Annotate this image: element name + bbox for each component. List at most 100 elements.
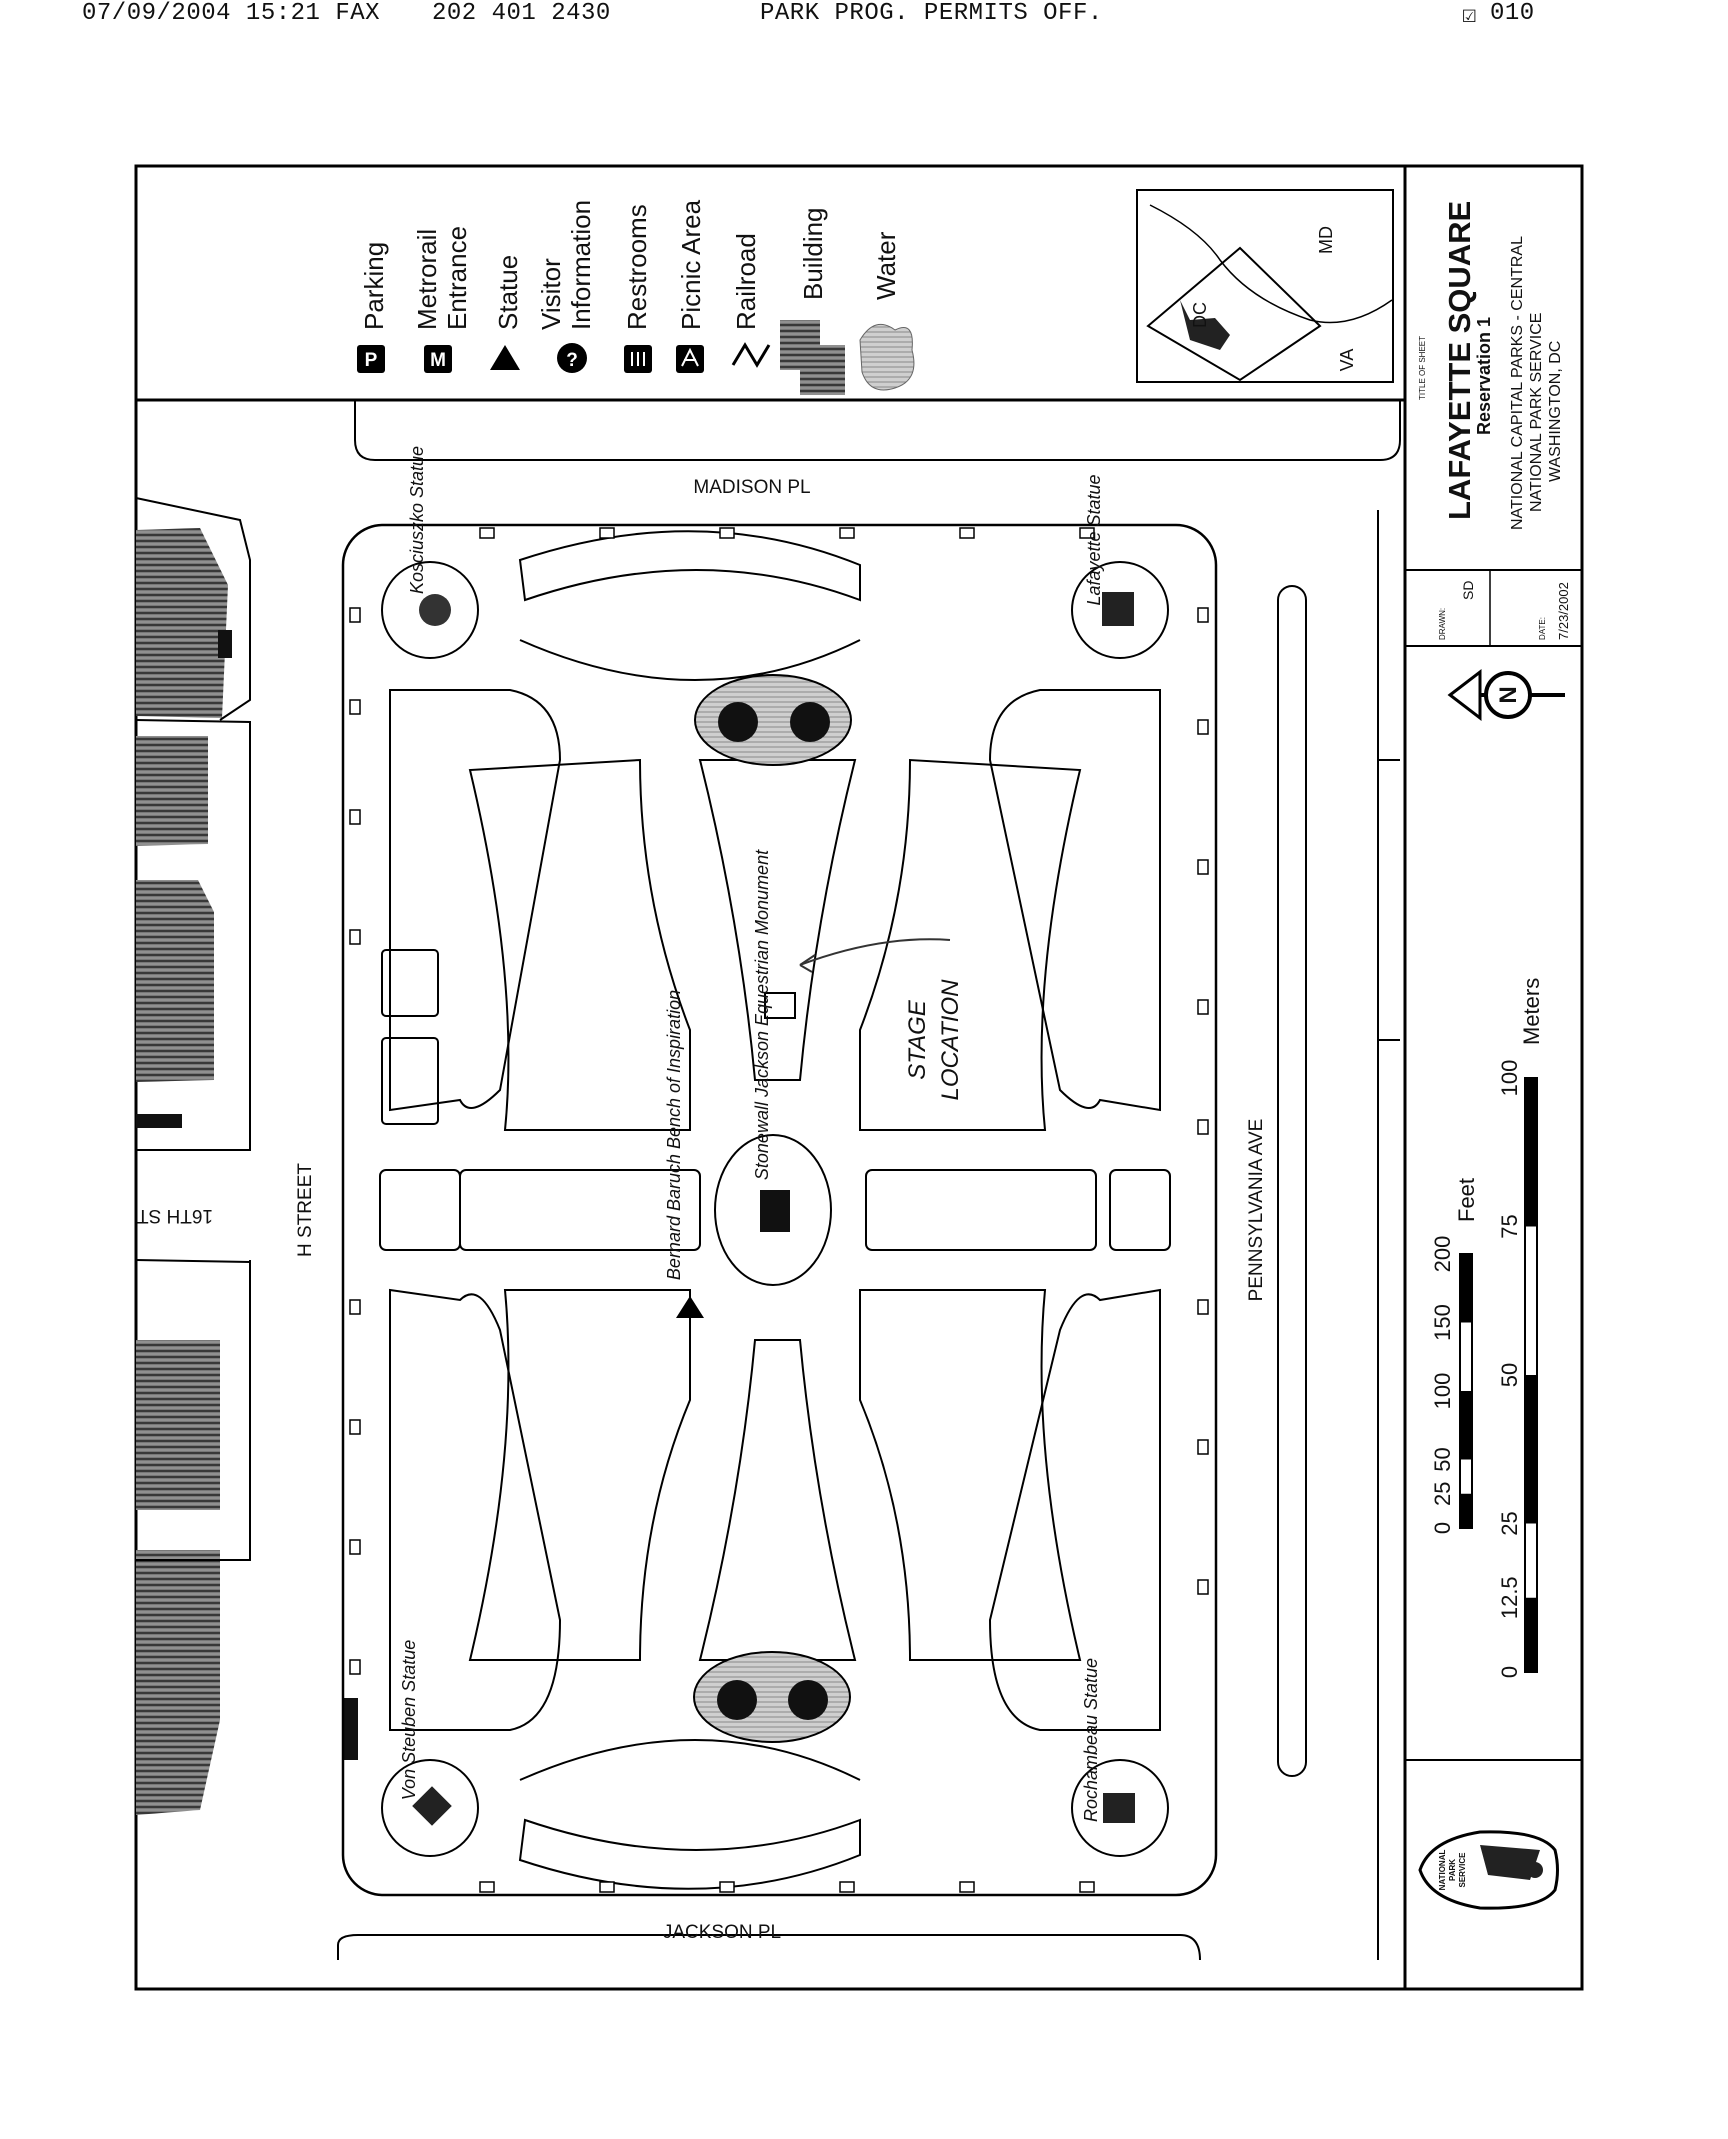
fax-phone: 202 401 2430 [432, 0, 611, 27]
buildings [135, 497, 358, 1815]
annotation-line-1: STAGE [904, 999, 931, 1080]
park-boundary [341, 523, 1218, 1897]
annotation-line-2: LOCATION [937, 979, 964, 1101]
park-paths [379, 530, 1171, 1890]
fountain-north [694, 674, 852, 766]
von-steuben-label: Von Steuben Statue [399, 1640, 419, 1800]
drawn-caption: DRAWN: [1438, 608, 1447, 640]
agency-line-1: NATIONAL CAPITAL PARKS - CENTRAL [1509, 236, 1526, 530]
lafayette-statue [1102, 592, 1134, 626]
feet-tick-label: 0 [1430, 1522, 1455, 1534]
perimeter-benches [349, 527, 1209, 1893]
logo-text-2: PARK [1448, 1859, 1457, 1881]
meters-tick-label: 0 [1497, 1666, 1522, 1678]
feet-tick-label: 50 [1430, 1447, 1455, 1471]
legend-building-label: Building [798, 207, 828, 300]
agency-line-2: NATIONAL PARK SERVICE [1528, 313, 1545, 512]
north-arrow-glyph: N [1495, 686, 1522, 703]
dc-boundary [1146, 246, 1322, 382]
rochambeau-label: Rochambeau Statue [1081, 1658, 1101, 1822]
feet-segment [1460, 1493, 1472, 1528]
railroad-icon [731, 342, 771, 368]
fax-header: 07/09/2004 15:21 FAX 202 401 2430 PARK P… [0, 0, 1728, 30]
feet-segment [1460, 1391, 1472, 1460]
locator-map: DC MD VA [1136, 189, 1394, 383]
metrorail-icon [424, 345, 452, 373]
locator-md-label: MD [1316, 226, 1336, 254]
legend-statue-label: Statue [493, 255, 523, 330]
map-title: LAFAYETTE SQUARE [1442, 201, 1477, 520]
meters-unit-label: Meters [1519, 978, 1544, 1045]
logo-text-1: NATIONAL [1438, 1850, 1447, 1891]
madison-pl-label: MADISON PL [693, 477, 810, 498]
kosciuszko-statue [419, 594, 451, 626]
locator-va-label: VA [1337, 349, 1357, 372]
meters-tick-label: 100 [1497, 1060, 1522, 1097]
legend-metrorail-label-2: Entrance [442, 226, 472, 330]
legend-metrorail-label: Metrorail [412, 229, 442, 330]
feet-tick-label: 25 [1430, 1482, 1455, 1506]
drawn-value: SD [1460, 581, 1476, 600]
fax-office: PARK PROG. PERMITS OFF. [760, 0, 1103, 27]
annotation-arrow [799, 938, 951, 966]
title-block: TITLE OF SHEET LAFAYETTE SQUARE Reservat… [1405, 201, 1582, 1910]
sheet-caption: TITLE OF SHEET [1418, 336, 1427, 400]
rochambeau-statue [1103, 1793, 1135, 1823]
kosciuszko-label: Kosciuszko Statue [407, 446, 427, 594]
metrorail-icon-glyph: M [430, 350, 446, 371]
lafayette-label: Lafayette Statue [1084, 474, 1104, 605]
potomac-river [1149, 204, 1393, 324]
building-icon [780, 320, 845, 395]
nps-arrowhead-logo: NATIONAL PARK SERVICE [1418, 1830, 1559, 1910]
visitor-information-icon [557, 343, 587, 373]
locator-dc-label: DC [1190, 302, 1210, 328]
legend-visitor-label: Visitor [536, 258, 566, 330]
water-icon [859, 323, 915, 391]
jackson-monument-statue [760, 1190, 790, 1232]
logo-text-3: SERVICE [1458, 1852, 1467, 1888]
agency-line-3: WASHINGTON, DC [1547, 341, 1564, 482]
pennsylvania-ave-label: PENNSYLVANIA AVE [1246, 1119, 1267, 1302]
visitor-information-icon-glyph: ? [566, 350, 578, 371]
feet-tick-label: 200 [1430, 1236, 1455, 1273]
jackson-pl-label: JACKSON PL [663, 1922, 781, 1943]
baruch-bench-statue-icon [676, 1296, 704, 1318]
fax-page-checkbox-icon: ☑ [1462, 3, 1477, 30]
fountain-south [693, 1651, 851, 1743]
meters-tick-label: 50 [1497, 1363, 1522, 1387]
date-value: 7/23/2002 [1556, 582, 1571, 640]
feet-tick-label: 150 [1430, 1304, 1455, 1341]
legend: P Parking M Metrorail Entrance Statue ? … [357, 199, 915, 395]
legend-restrooms-label: Restrooms [622, 204, 652, 330]
feet-unit-label: Feet [1454, 1178, 1479, 1222]
restrooms-icon-figure [631, 352, 645, 366]
parking-icon [357, 345, 385, 373]
meters-tick-label: 12.5 [1497, 1576, 1522, 1619]
dc-urban-area [1180, 300, 1230, 350]
meters-segment [1525, 1375, 1537, 1524]
fax-datetime: 07/09/2004 15:21 FAX [82, 0, 381, 27]
picnic-area-icon-table [681, 347, 699, 367]
meters-segment [1525, 1597, 1537, 1672]
statue-icon [490, 345, 520, 370]
legend-information-label: Information [566, 200, 596, 330]
date-caption: DATE: [1538, 617, 1547, 640]
parking-icon-glyph: P [365, 350, 378, 371]
legend-parking-label: Parking [359, 242, 389, 330]
16th-st-label: 16TH ST [137, 1205, 213, 1226]
map-subtitle: Reservation 1 [1474, 317, 1494, 435]
feet-segment [1460, 1254, 1472, 1323]
fax-page-number: 010 [1490, 0, 1535, 27]
annotation-arrowhead [799, 954, 816, 973]
meters-segment [1525, 1078, 1537, 1227]
street-outlines [337, 400, 1401, 1961]
meters-tick-label: 25 [1497, 1511, 1522, 1535]
feet-tick-label: 100 [1430, 1373, 1455, 1410]
jackson-monument-label: Stonewall Jackson Equestrian Monument [752, 849, 772, 1180]
baruch-bench-label: Bernard Baruch Bench of Inspiration [664, 990, 684, 1280]
legend-water-label: Water [871, 231, 901, 300]
legend-railroad-label: Railroad [731, 233, 761, 330]
stage-location-box [764, 992, 796, 1019]
